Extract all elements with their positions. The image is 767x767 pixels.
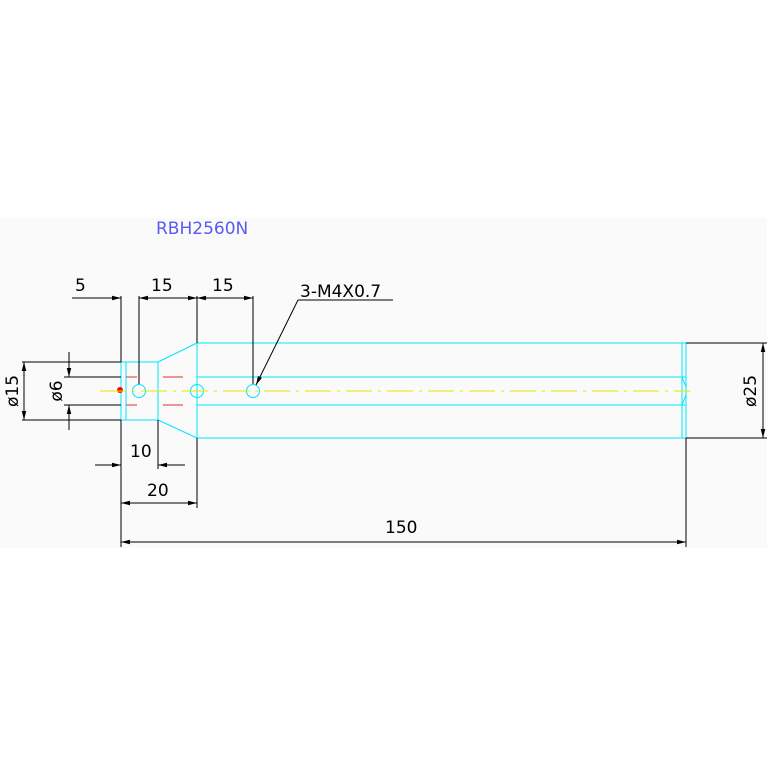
dim-5: 5: [75, 276, 86, 296]
hidden-lines: [126, 376, 183, 406]
part-title: RBH2560N: [156, 219, 248, 239]
dim-phi25: ø25: [741, 375, 761, 407]
dim-phi6: ø6: [47, 380, 67, 401]
dim-10: 10: [130, 442, 152, 462]
dim-20: 20: [147, 481, 169, 501]
dim-phi15: ø15: [3, 375, 23, 407]
drawing-panel: [0, 218, 767, 548]
dim-15-b: 15: [212, 276, 234, 296]
dim-15-a: 15: [151, 276, 173, 296]
part-outline: [120, 342, 687, 439]
origin-point: [117, 387, 123, 393]
thread-callout: 3-M4X0.7: [300, 282, 381, 302]
dim-150: 150: [385, 518, 417, 538]
dimensions: [21, 295, 767, 547]
